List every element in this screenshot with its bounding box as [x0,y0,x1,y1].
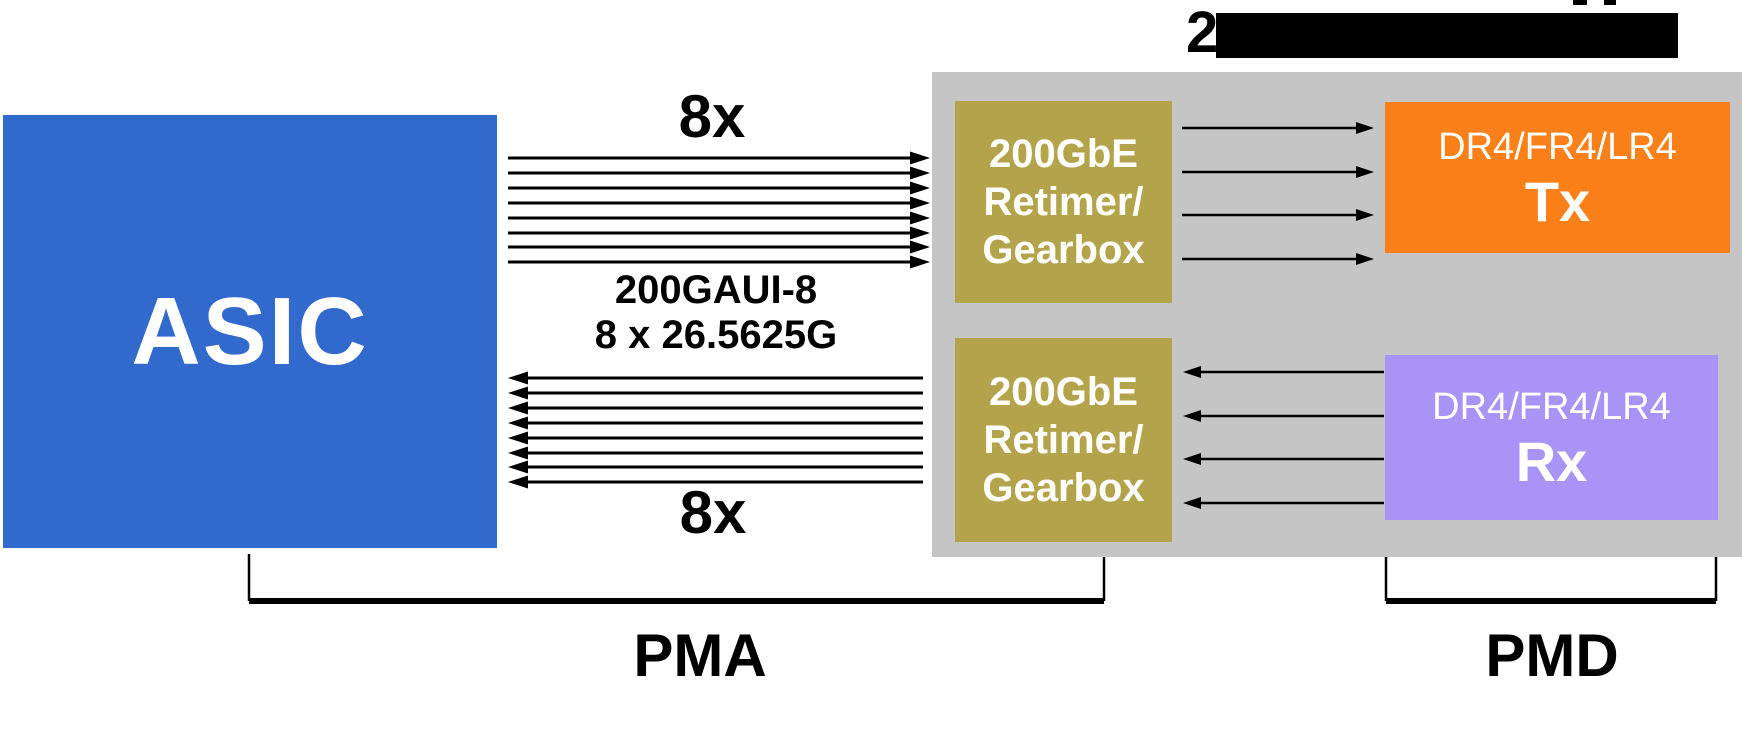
gearbox-rx-line2: Retimer/ [983,418,1144,462]
gearbox-tx-box: 200GbE Retimer/ Gearbox [955,101,1172,303]
host-interface-rate: 8 x 26.5625G [594,313,838,357]
host-interface-name: 200GAUI-8 [614,268,818,312]
asic-label: ASIC [131,277,369,385]
optics-tx-direction: Tx [1524,169,1591,233]
host-rx-lane-arrowhead [508,401,528,415]
pma-bracket [247,554,1106,604]
host-rx-lane-arrowhead [508,446,528,460]
tx-lane-count-label: 8x [678,83,746,150]
host-tx-lane-arrowhead [910,226,930,240]
optics-rx-direction: Rx [1515,429,1588,493]
gearbox-rx-box: 200GbE Retimer/ Gearbox [955,338,1172,542]
redacted-title-bar [1216,13,1678,58]
gearbox-tx-line3: Gearbox [982,228,1145,272]
gearbox-rx-line1: 200GbE [989,370,1138,414]
host-tx-lane-arrowhead [910,211,930,225]
host-interface-label: 200GAUI-8 8 x 26.5625G [516,268,916,358]
asic-box: ASIC [3,115,497,548]
host-tx-lane-arrowhead [910,166,930,180]
optics-rx-type: DR4/FR4/LR4 [1432,385,1671,428]
rx-lane-count-label: 8x [679,479,747,546]
optics-tx-type: DR4/FR4/LR4 [1438,125,1677,168]
host-tx-lane-arrowhead [910,151,930,165]
banner-trailing-char: r [1650,0,1673,65]
optics-rx-box: DR4/FR4/LR4 Rx [1385,355,1718,520]
pmd-bracket [1384,557,1718,604]
clipped-text-mark [1604,0,1616,5]
optics-tx-box: DR4/FR4/LR4 Tx [1385,102,1730,253]
host-rx-lane-arrowhead [508,386,528,400]
host-tx-lane-arrowhead [910,240,930,254]
banner-leading-char: 2 [1186,0,1219,65]
pma-label: PMA [633,622,767,689]
host-tx-lane-arrowhead [910,255,930,269]
pmd-label: PMD [1485,622,1619,689]
host-rx-lane-arrowhead [508,371,528,385]
host-tx-lane-arrowhead [910,181,930,195]
gearbox-tx-line1: 200GbE [989,132,1138,176]
gearbox-rx-line3: Gearbox [982,466,1145,510]
host-rx-lane-arrowhead [508,460,528,474]
clipped-text-mark [1573,0,1587,5]
host-rx-lane-arrowhead [508,431,528,445]
host-rx-lane-arrowhead [508,416,528,430]
host-tx-lane-arrowhead [910,196,930,210]
gearbox-tx-line2: Retimer/ [983,180,1144,224]
